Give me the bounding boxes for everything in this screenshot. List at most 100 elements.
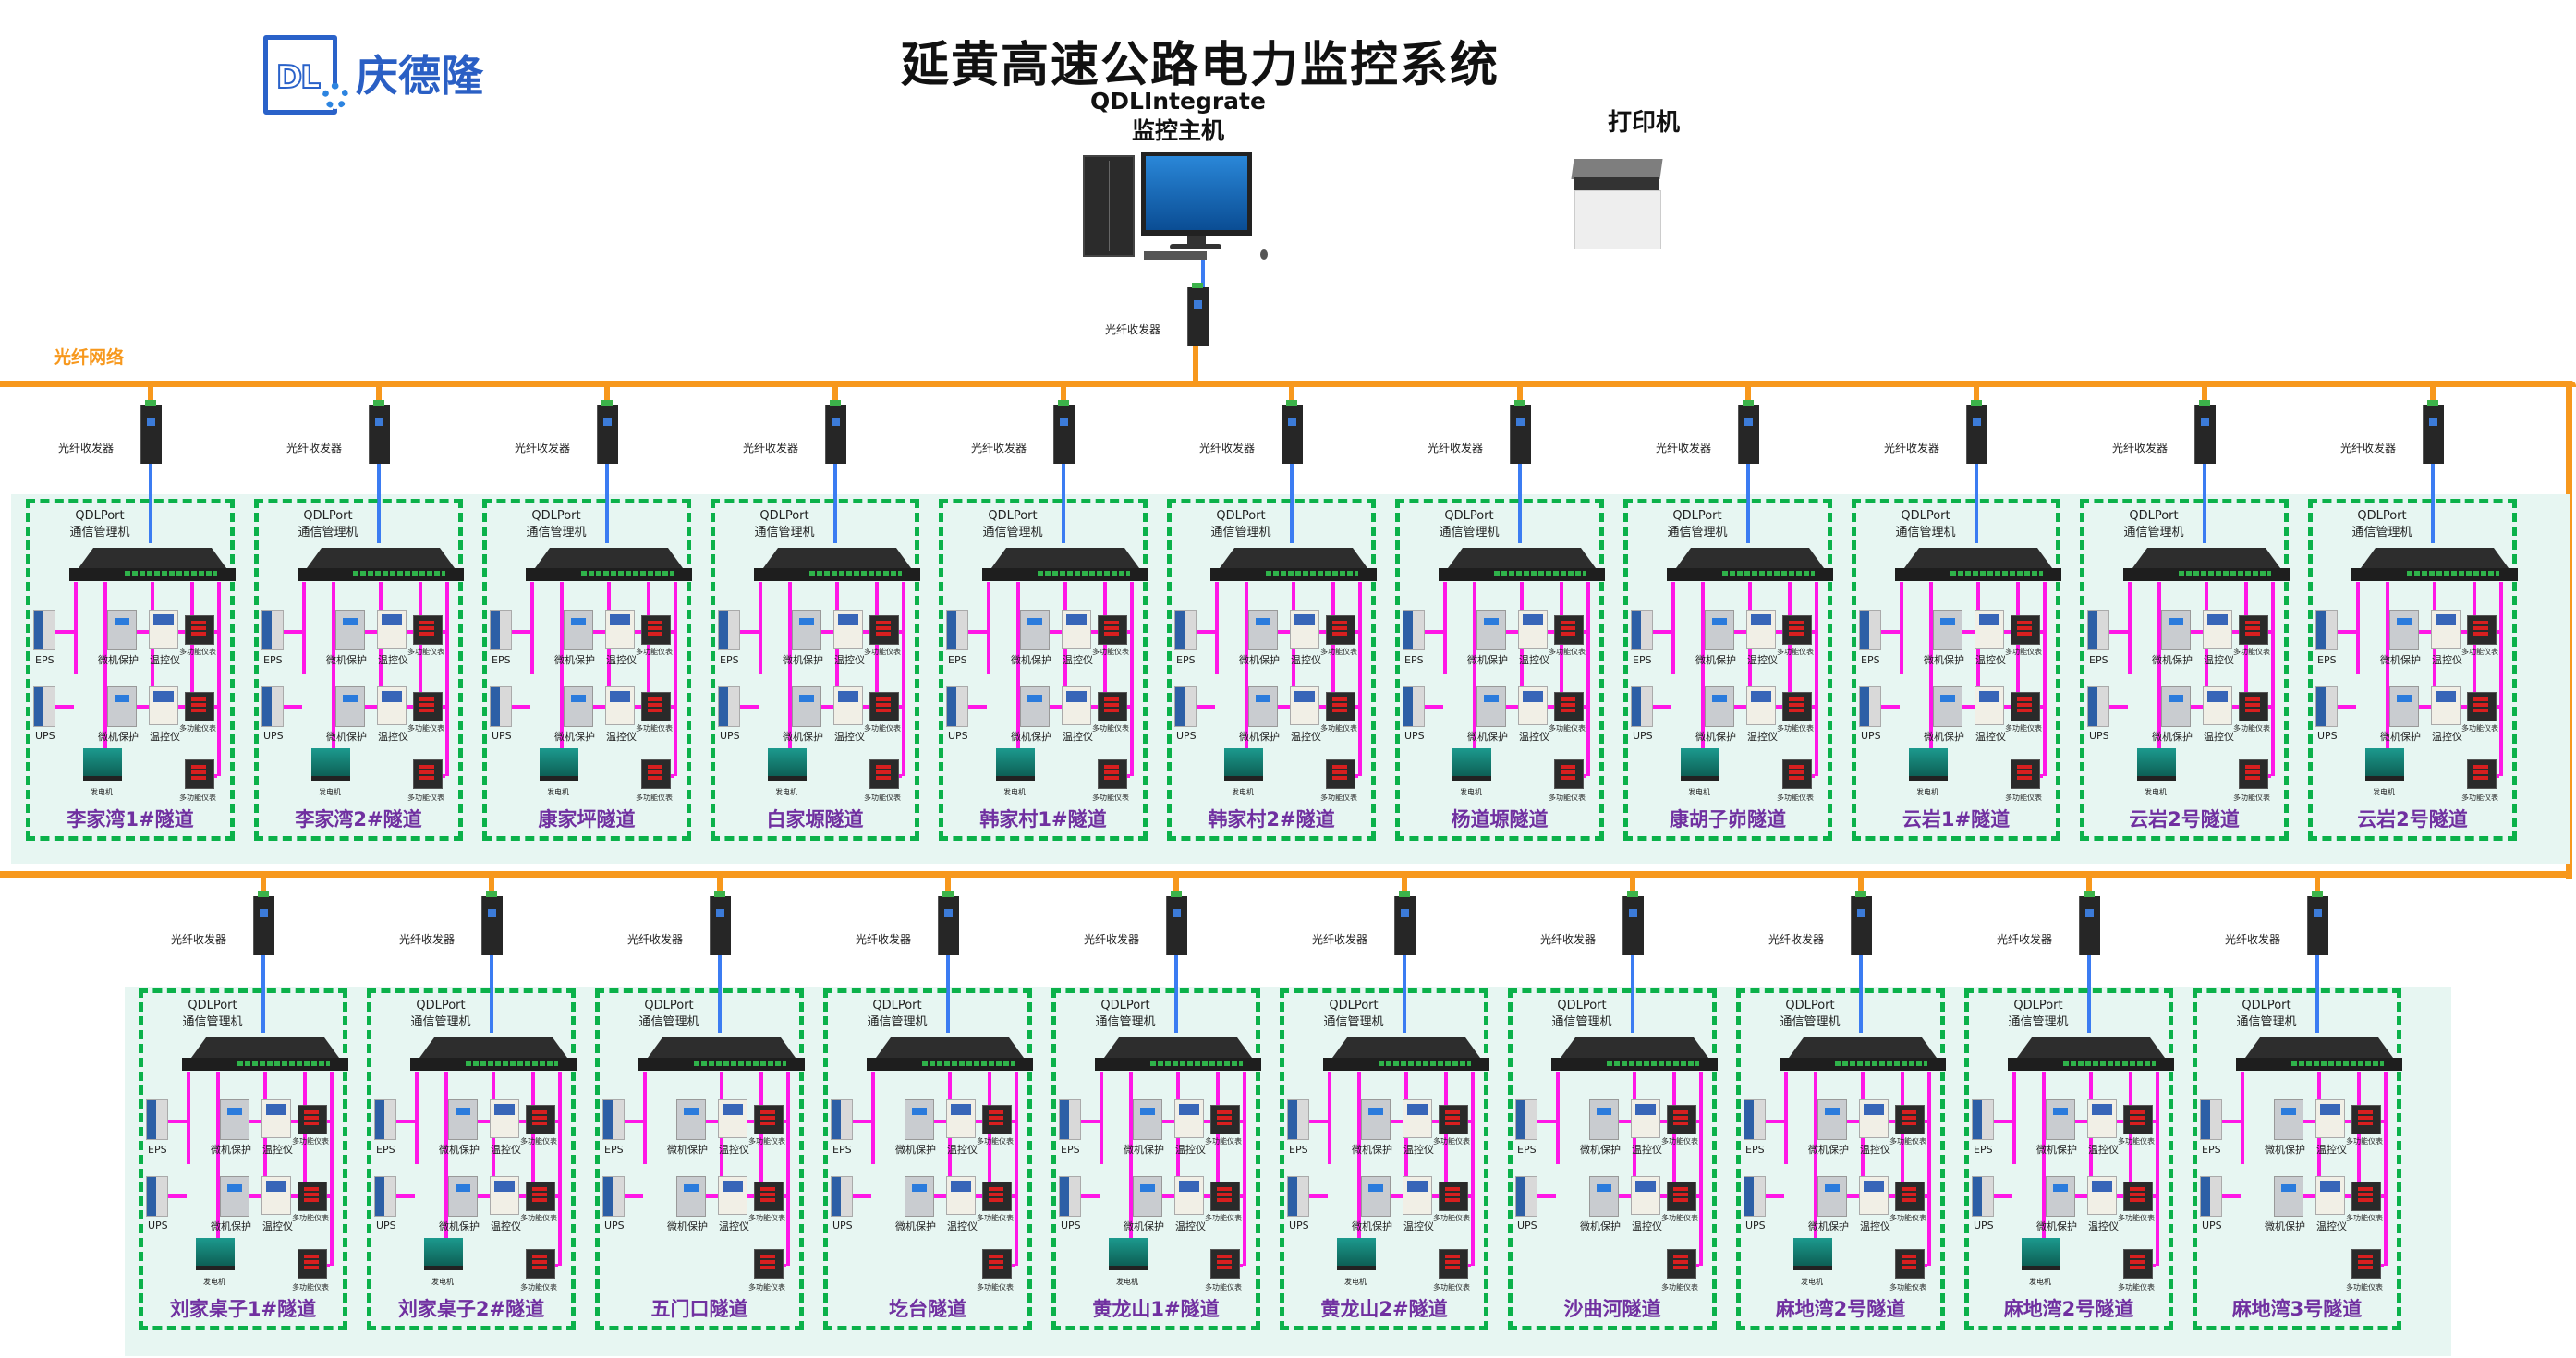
fiber-transceiver-icon[interactable] <box>1851 891 1872 955</box>
multifunction-meter-icon[interactable] <box>2011 759 2040 789</box>
temperature-controller-icon[interactable] <box>2087 1176 2117 1215</box>
ups-icon[interactable] <box>1174 686 1197 727</box>
protection-relay-icon[interactable] <box>1476 686 1506 727</box>
generator-icon[interactable] <box>2137 748 2176 781</box>
temperature-controller-icon[interactable] <box>261 1099 291 1138</box>
protection-relay-icon[interactable] <box>1248 686 1278 727</box>
protection-relay-icon[interactable] <box>1817 1099 1847 1140</box>
communication-manager-icon[interactable] <box>526 548 692 590</box>
multifunction-meter-icon[interactable] <box>1326 759 1355 789</box>
temperature-controller-icon[interactable] <box>1290 686 1319 725</box>
protection-relay-icon[interactable] <box>1817 1176 1847 1217</box>
temperature-controller-icon[interactable] <box>2203 686 2232 725</box>
fiber-transceiver-icon[interactable] <box>2423 400 2444 464</box>
generator-icon[interactable] <box>196 1238 235 1270</box>
printer-icon[interactable] <box>1571 152 1665 258</box>
temperature-controller-icon[interactable] <box>605 686 635 725</box>
ups-icon[interactable] <box>946 686 968 727</box>
multifunction-meter-icon[interactable] <box>1439 1249 1468 1279</box>
ups-icon[interactable] <box>2315 686 2338 727</box>
multifunction-meter-icon[interactable] <box>2011 692 2040 721</box>
protection-relay-icon[interactable] <box>1133 1176 1162 1217</box>
ups-icon[interactable] <box>490 686 512 727</box>
protection-relay-icon[interactable] <box>1476 610 1506 650</box>
temperature-controller-icon[interactable] <box>1518 686 1548 725</box>
fiber-transceiver-icon[interactable] <box>2307 891 2328 955</box>
protection-relay-icon[interactable] <box>2389 686 2419 727</box>
ups-icon[interactable] <box>33 686 55 727</box>
temperature-controller-icon[interactable] <box>1062 610 1091 649</box>
protection-relay-icon[interactable] <box>676 1176 706 1217</box>
communication-manager-icon[interactable] <box>867 1037 1033 1080</box>
multifunction-meter-icon[interactable] <box>1326 615 1355 645</box>
generator-icon[interactable] <box>83 748 122 781</box>
communication-manager-icon[interactable] <box>182 1037 348 1080</box>
multifunction-meter-icon[interactable] <box>2467 615 2497 645</box>
generator-icon[interactable] <box>1337 1238 1376 1270</box>
fiber-transceiver-icon[interactable] <box>1282 400 1303 464</box>
protection-relay-icon[interactable] <box>1705 610 1734 650</box>
eps-icon[interactable] <box>146 1099 168 1140</box>
communication-manager-icon[interactable] <box>410 1037 577 1080</box>
multifunction-meter-icon[interactable] <box>1782 615 1812 645</box>
temperature-controller-icon[interactable] <box>2087 1099 2117 1138</box>
communication-manager-icon[interactable] <box>1895 548 2061 590</box>
temperature-controller-icon[interactable] <box>2203 610 2232 649</box>
fiber-transceiver-icon[interactable] <box>1166 891 1187 955</box>
temperature-controller-icon[interactable] <box>1975 686 2004 725</box>
multifunction-meter-icon[interactable] <box>2239 615 2268 645</box>
ups-icon[interactable] <box>1631 686 1653 727</box>
protection-relay-icon[interactable] <box>448 1099 478 1140</box>
temperature-controller-icon[interactable] <box>718 1176 747 1215</box>
temperature-controller-icon[interactable] <box>149 610 178 649</box>
temperature-controller-icon[interactable] <box>1403 1176 1432 1215</box>
ups-icon[interactable] <box>718 686 740 727</box>
ups-icon[interactable] <box>146 1176 168 1217</box>
ups-icon[interactable] <box>831 1176 853 1217</box>
fiber-transceiver-icon[interactable] <box>2194 400 2216 464</box>
multifunction-meter-icon[interactable] <box>2123 1249 2153 1279</box>
ups-icon[interactable] <box>2087 686 2109 727</box>
generator-icon[interactable] <box>1452 748 1491 781</box>
multifunction-meter-icon[interactable] <box>1782 692 1812 721</box>
generator-icon[interactable] <box>311 748 350 781</box>
protection-relay-icon[interactable] <box>905 1176 934 1217</box>
multifunction-meter-icon[interactable] <box>869 692 899 721</box>
protection-relay-icon[interactable] <box>1933 610 1962 650</box>
multifunction-meter-icon[interactable] <box>1439 1105 1468 1134</box>
multifunction-meter-icon[interactable] <box>869 615 899 645</box>
multifunction-meter-icon[interactable] <box>1895 1182 1925 1211</box>
multifunction-meter-icon[interactable] <box>2351 1249 2381 1279</box>
protection-relay-icon[interactable] <box>220 1176 249 1217</box>
temperature-controller-icon[interactable] <box>718 1099 747 1138</box>
multifunction-meter-icon[interactable] <box>2123 1105 2153 1134</box>
eps-icon[interactable] <box>1515 1099 1537 1140</box>
protection-relay-icon[interactable] <box>2161 610 2191 650</box>
multifunction-meter-icon[interactable] <box>298 1105 327 1134</box>
temperature-controller-icon[interactable] <box>833 610 863 649</box>
protection-relay-icon[interactable] <box>676 1099 706 1140</box>
multifunction-meter-icon[interactable] <box>869 759 899 789</box>
generator-icon[interactable] <box>424 1238 463 1270</box>
generator-icon[interactable] <box>1681 748 1719 781</box>
protection-relay-icon[interactable] <box>1589 1099 1619 1140</box>
ups-icon[interactable] <box>1515 1176 1537 1217</box>
generator-icon[interactable] <box>996 748 1035 781</box>
fiber-transceiver-icon[interactable] <box>710 891 731 955</box>
multifunction-meter-icon[interactable] <box>754 1105 784 1134</box>
eps-icon[interactable] <box>1972 1099 1994 1140</box>
multifunction-meter-icon[interactable] <box>1895 1105 1925 1134</box>
temperature-controller-icon[interactable] <box>377 610 407 649</box>
temperature-controller-icon[interactable] <box>946 1099 976 1138</box>
multifunction-meter-icon[interactable] <box>754 1182 784 1211</box>
temperature-controller-icon[interactable] <box>1859 1176 1889 1215</box>
multifunction-meter-icon[interactable] <box>413 692 443 721</box>
